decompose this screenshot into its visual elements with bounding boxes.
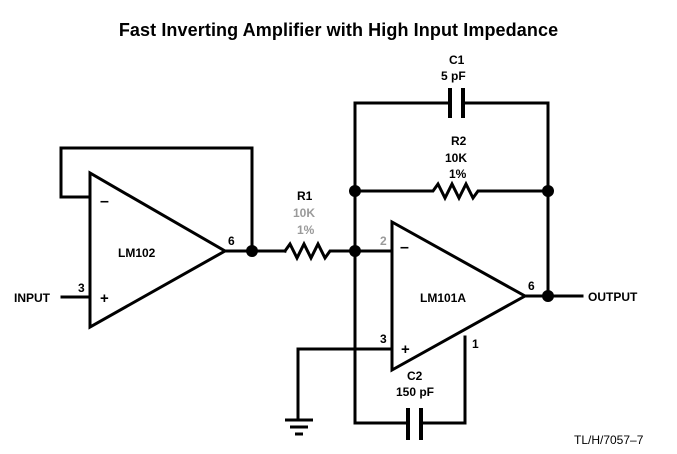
lm101a-minus-sign: – [400, 239, 409, 256]
junction-node [246, 245, 258, 257]
diagram-title: Fast Inverting Amplifier with High Input… [118, 20, 559, 40]
lm101a-pin6: 6 [528, 279, 535, 293]
c1-ref: C1 [449, 53, 465, 67]
output-label: OUTPUT [588, 290, 638, 304]
resistor-r1: R1 10K 1% [282, 189, 357, 262]
lm101a-plus-sign: + [401, 341, 410, 358]
lm102-feedback-wire [59, 146, 254, 253]
lm101a-pin3: 3 [380, 332, 387, 346]
r1-tolerance: 1% [297, 223, 315, 237]
lm101a-pin2: 2 [380, 234, 387, 248]
r2-zigzag [353, 180, 550, 202]
r1-value: 10K [293, 206, 315, 220]
ground-icon [285, 418, 313, 436]
junction-node [542, 290, 554, 302]
r2-ref: R2 [451, 134, 467, 148]
capacitor-c1: C1 5 pF [441, 53, 550, 193]
lm101a-pin1: 1 [472, 337, 479, 351]
capacitor-c2: C2 150 pF [353, 335, 467, 440]
resistor-r2: R2 10K 1% [353, 134, 550, 202]
c2-value: 150 pF [396, 385, 434, 399]
r2-tolerance: 1% [449, 167, 467, 181]
lm101a-label: LM101A [420, 291, 466, 305]
r1-ref: R1 [297, 189, 313, 203]
c1-value: 5 pF [441, 69, 466, 83]
c1-left-wire [353, 101, 450, 193]
c2-ref: C2 [407, 369, 423, 383]
lm102-plus-sign: + [100, 290, 109, 307]
c1-right-wire [461, 101, 550, 193]
op-amp-triangle [88, 170, 229, 330]
lm102-pin3: 3 [78, 281, 85, 295]
junction-node [349, 245, 361, 257]
r2-value: 10K [445, 151, 467, 165]
ground-wire [296, 347, 394, 422]
op-amp-lm101a: LM101A – + 2 3 6 1 [380, 219, 535, 373]
wire-junction [353, 347, 357, 351]
c2-right-wire [421, 335, 467, 425]
op-amp-triangle [390, 219, 529, 373]
lm102-label: LM102 [118, 246, 156, 260]
lm102-minus-sign: – [100, 193, 109, 210]
lm102-pin6: 6 [228, 234, 235, 248]
op-amp-lm102: LM102 – + 3 6 [78, 170, 235, 330]
figure-reference: TL/H/7057–7 [574, 433, 644, 447]
r1-zigzag [282, 240, 357, 262]
input-label: INPUT [14, 291, 51, 305]
